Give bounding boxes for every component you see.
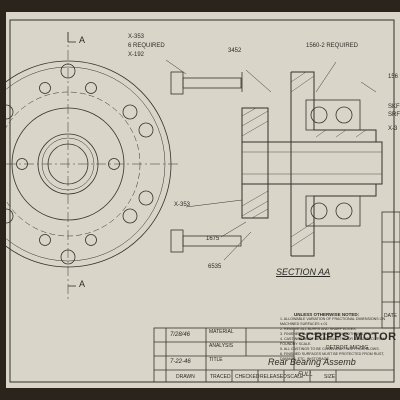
footer-scale: SCALE	[287, 374, 304, 380]
footer-released: RELEASED	[260, 374, 287, 380]
drawing-title: Rear Bearing Assemb	[268, 357, 356, 367]
company-location: DETROIT, MICHIG	[326, 345, 369, 351]
callout-6535: 6535	[208, 264, 222, 270]
footer-drawn: DRAWN	[176, 374, 195, 380]
callout-x192: X-192	[128, 52, 145, 58]
section-mark-top: A	[79, 35, 86, 45]
note-line: 6. FINISHED SURFACES MUST BE PROTECTED F…	[280, 352, 385, 361]
footer-checked: CHECKED	[235, 374, 260, 380]
callout-skf: SKF	[388, 104, 400, 110]
callout-srf: SRF	[388, 112, 400, 118]
title-label: TITLE	[209, 357, 223, 363]
engineering-drawing-sheet: X-353 6 REQUIRED X-192 3452 1560-2 REQUI…	[6, 12, 400, 388]
company-name: SCRIPPS MOTOR	[298, 331, 397, 343]
footer-traced: TRACED	[210, 374, 231, 380]
callout-3452: 3452	[228, 48, 242, 54]
callout-1560: 1560-2 REQUIRED	[306, 43, 359, 49]
analysis-label: ANALYSIS	[209, 343, 234, 349]
callout-x353-mid: X-353	[174, 202, 191, 208]
general-notes: UNLESS OTHERWISE NOTED: 1. ALLOWABLE VAR…	[280, 312, 390, 362]
revision-date-label: DATE	[384, 313, 397, 319]
bolt-holes	[6, 63, 154, 265]
note-line: 4. CASTINGS MUST BE SANDBLASTED OR SCRUB…	[280, 337, 386, 346]
callout-x353-top: X-353	[128, 34, 145, 40]
callout-156: 156	[388, 74, 399, 80]
material-label: MATERIAL	[209, 329, 234, 335]
note-line: 1. ALLOWABLE VARIATION OF FRACTIONAL DIM…	[280, 317, 386, 326]
section-title: SECTION AA	[276, 267, 331, 277]
drawing-linework	[6, 19, 400, 383]
callout-6-required: 6 REQUIRED	[128, 43, 165, 49]
footer-size: SIZE	[324, 374, 336, 380]
scale-value: FULL	[298, 372, 313, 378]
note-line: 5. ALL CASTINGS TO BE CLEAN AND FREE FRO…	[280, 347, 380, 351]
date-drawn: 7/28/46	[170, 332, 191, 338]
note-line: 3. FINISHED SURFACES MUST BE SMOOTH AND …	[280, 332, 375, 336]
callout-x3: X-3	[388, 126, 398, 132]
date-traced: 7-22-46	[170, 359, 191, 365]
section-mark-bottom: A	[79, 279, 86, 289]
callout-1675: 1675	[206, 236, 220, 242]
note-line: 2. REMOVE ALL BURRS AND SHARP EDGES.	[280, 327, 357, 331]
notes-title: UNLESS OTHERWISE NOTED:	[294, 312, 360, 317]
